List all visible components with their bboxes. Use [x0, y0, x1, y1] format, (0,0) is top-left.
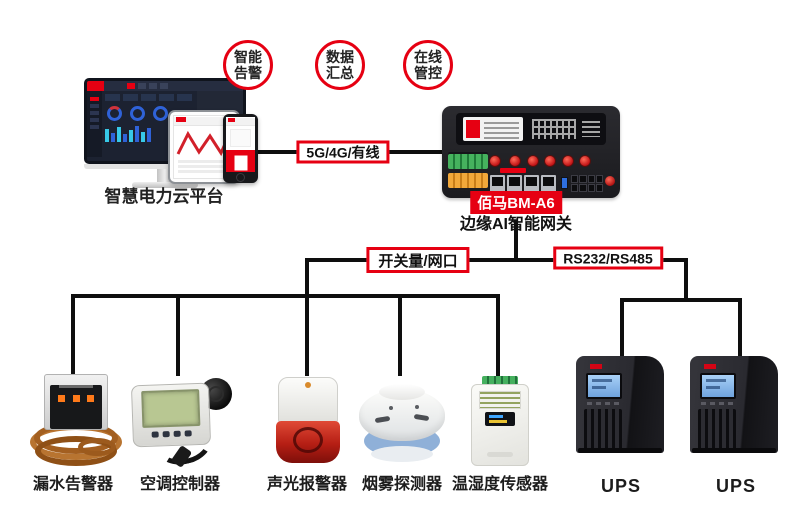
io-link-label: 开关量/网口	[366, 247, 470, 273]
phone-home-button	[236, 173, 245, 182]
badge-text: 管控	[414, 65, 442, 81]
ups-buttons	[701, 402, 733, 405]
device-label-water-leak: 漏水告警器	[32, 476, 114, 493]
dashboard-gauges	[107, 106, 195, 121]
antenna-connector	[489, 155, 501, 167]
ethernet-port	[507, 175, 522, 192]
ethernet-port	[524, 175, 539, 192]
siren-red-dome	[276, 421, 340, 463]
device-label-siren: 声光报警器	[266, 476, 348, 493]
dashboard-logo	[87, 81, 104, 91]
phone-screen	[226, 117, 255, 172]
temp-humidity-sensor-image	[466, 376, 534, 468]
ups-tower-image	[690, 352, 784, 458]
device-label-temp-humidity: 温湿度传感器	[451, 476, 549, 493]
ethernet-port	[541, 175, 556, 192]
device-label-ups-2: UPS	[715, 476, 757, 496]
device-label-ac-controller: 空调控制器	[139, 476, 221, 493]
wan-link-text: 5G/4G/有线	[306, 144, 380, 160]
dashboard-bar-chart	[105, 125, 195, 142]
dashboard-active-tab	[127, 83, 135, 89]
antenna-connector	[562, 155, 574, 167]
usb-port	[561, 177, 568, 189]
dashboard-sidebar	[87, 91, 102, 157]
badge-text: 汇总	[326, 65, 354, 81]
leak-alarm-panel	[44, 374, 108, 430]
dashboard-stat-tiles	[105, 94, 195, 101]
badge-text: 数据	[326, 48, 354, 65]
ups-tower-image	[576, 352, 670, 458]
monitor-chin	[84, 164, 246, 169]
gateway-sticker	[463, 117, 523, 141]
io-link-text: 开关量/网口	[378, 252, 458, 270]
badge-text: 智能	[234, 48, 262, 65]
badge-smart-alarm: 智能 告警	[223, 40, 273, 90]
antenna-connector	[509, 155, 521, 167]
phone-logo	[228, 118, 235, 122]
ups-chassis	[576, 356, 664, 453]
wan-link-label: 5G/4G/有线	[296, 140, 390, 164]
gateway-power-led	[605, 176, 615, 186]
sensor-body	[471, 384, 529, 466]
ups-vents	[584, 409, 622, 451]
serial-port-block	[571, 175, 603, 192]
gateway-brand-strip	[500, 168, 526, 173]
ups-lcd	[586, 373, 622, 399]
thermostat-lcd	[141, 389, 201, 429]
badge-data-summary: 数据 汇总	[315, 40, 365, 90]
antenna-connector	[544, 155, 556, 167]
ethernet-port	[490, 175, 505, 192]
smartphone-device	[223, 114, 258, 183]
sensor-grill	[479, 391, 521, 409]
tablet-line-chart	[176, 130, 232, 157]
antenna-connector	[579, 155, 591, 167]
device-label-smoke-detector: 烟雾探测器	[361, 476, 443, 493]
water-leak-alarm-image	[28, 374, 124, 466]
smoke-detector-image	[355, 384, 449, 462]
badge-text: 在线	[414, 48, 442, 65]
device-label-ups-1: UPS	[600, 476, 642, 496]
ups-chassis	[690, 356, 778, 453]
monitor-stand-base	[132, 182, 198, 188]
sound-light-alarm-image	[276, 377, 340, 467]
badge-online-control: 在线 管控	[403, 40, 453, 90]
cloud-platform-label: 智慧电力云平台	[104, 187, 224, 206]
gateway-top-panel	[456, 113, 606, 145]
ups-logo	[704, 364, 716, 369]
ups-buttons	[587, 402, 619, 405]
gateway-model-label: 佰马BM-A6	[470, 191, 562, 214]
serial-link-text: RS232/RS485	[563, 250, 653, 266]
antenna-connector	[527, 155, 539, 167]
leak-alarm-leds	[50, 395, 102, 402]
badge-text: 告警	[234, 65, 262, 81]
gateway-name-label: 边缘AI智能网关	[459, 216, 573, 233]
ups-logo	[590, 364, 602, 369]
sensor-terminal	[482, 376, 518, 385]
gateway-io-terminal-green	[448, 154, 488, 169]
edge-gateway-device	[442, 106, 620, 198]
sensor-display	[485, 412, 515, 426]
dashboard-topbar	[87, 81, 243, 91]
gateway-io-terminal-orange	[448, 173, 488, 188]
cloud-platform-cluster	[84, 74, 260, 204]
tablet-table-rows	[174, 160, 234, 173]
siren-top	[278, 377, 338, 423]
serial-link-label: RS232/RS485	[553, 246, 663, 270]
ups-vents	[698, 409, 736, 451]
ups-lcd	[700, 373, 736, 399]
ac-controller-image	[128, 376, 232, 471]
tablet-logo	[176, 117, 186, 122]
